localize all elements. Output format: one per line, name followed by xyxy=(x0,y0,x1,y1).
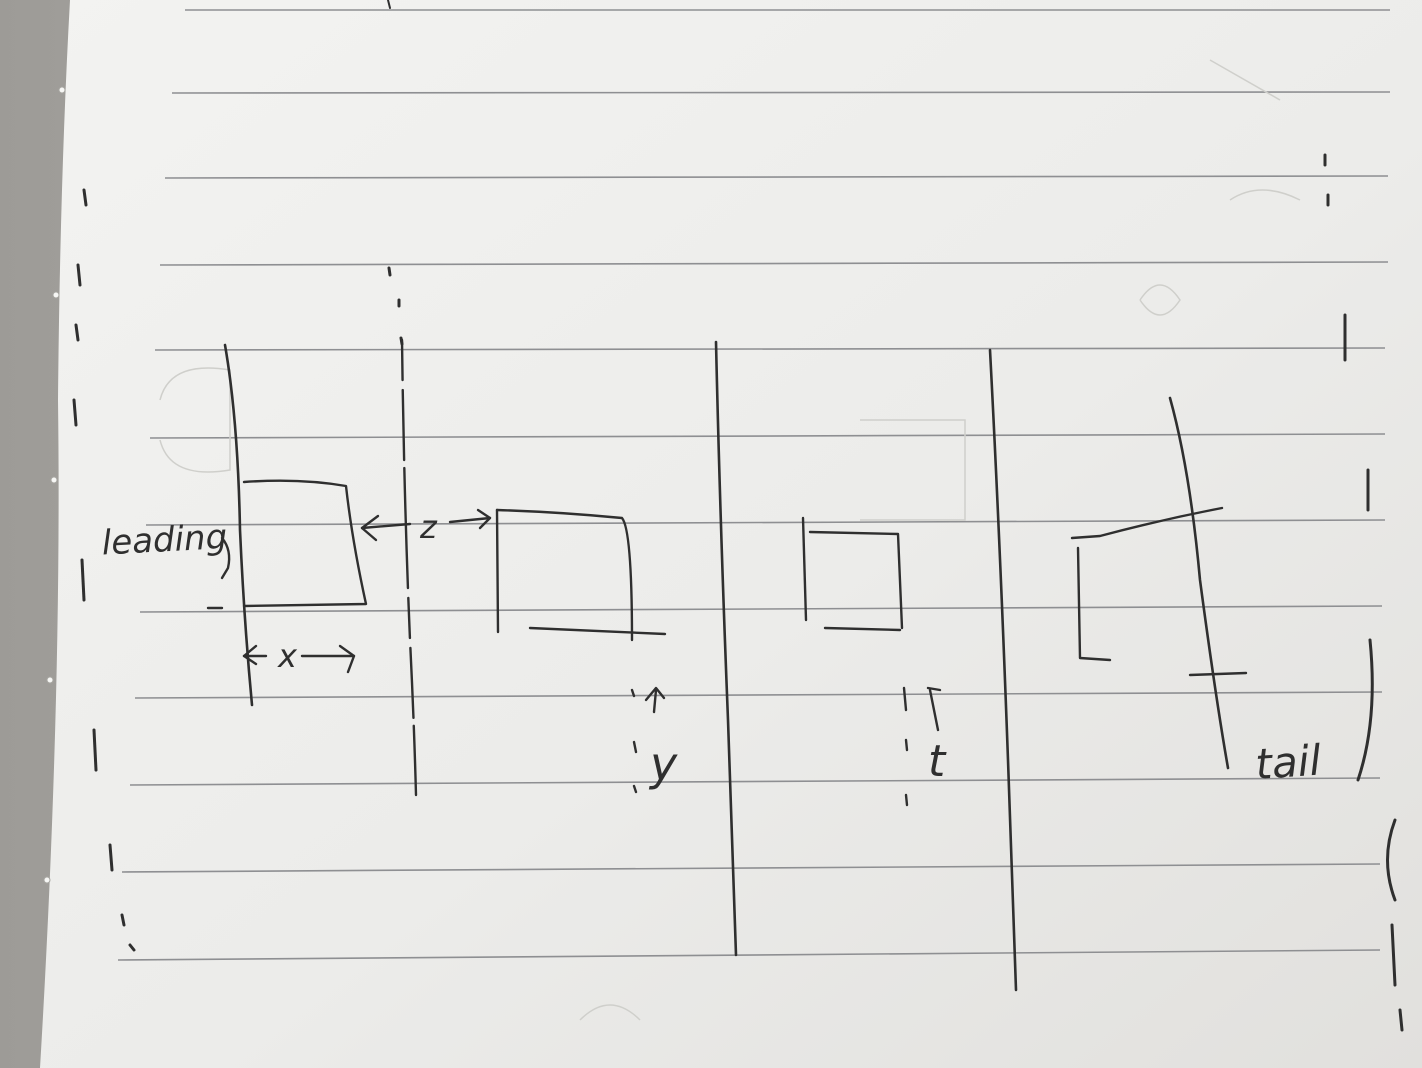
tail-guide-line xyxy=(1168,396,1230,770)
label-z: z xyxy=(419,508,438,546)
label-tail: tail xyxy=(1254,736,1323,789)
t-dimension-arrow xyxy=(902,686,942,807)
label-y: y xyxy=(648,737,678,791)
divider-line-3 xyxy=(988,348,1018,992)
label-leading: leading xyxy=(101,517,228,564)
margin-ticks-right xyxy=(1323,153,1404,1032)
top-tick xyxy=(387,0,391,9)
item-box-1 xyxy=(242,479,368,608)
item-box-2 xyxy=(495,508,667,642)
divider-line-2 xyxy=(714,340,738,957)
leading-bracket xyxy=(206,536,231,610)
paper-sheet xyxy=(40,0,1422,1068)
x-dimension-arrow xyxy=(242,644,356,674)
ruled-lines xyxy=(117,9,1391,961)
divider-line-1 xyxy=(400,338,418,797)
z-dimension-arrow xyxy=(360,508,492,542)
y-dimension-arrow xyxy=(630,686,666,794)
item-box-3 xyxy=(801,516,904,632)
divider-top-marks xyxy=(387,266,404,346)
binding-holes xyxy=(43,86,66,884)
item-box-4 xyxy=(1070,506,1248,677)
label-x: x xyxy=(277,637,298,675)
label-t: t xyxy=(928,736,947,787)
pencil-ghost-marks xyxy=(159,59,1301,1021)
margin-ticks-left xyxy=(72,188,136,952)
